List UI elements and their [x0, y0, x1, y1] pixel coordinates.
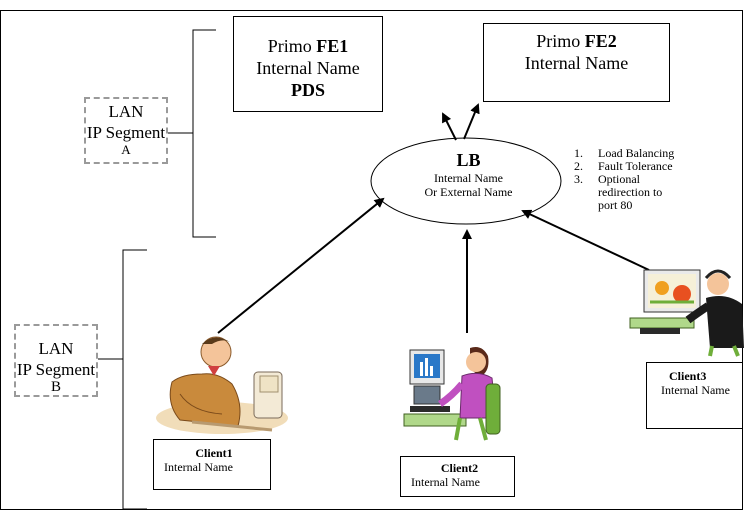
client3-internal-name: Internal Name — [661, 383, 730, 397]
woman-at-computer-icon — [403, 347, 501, 441]
feature-text: Optional redirection to port 80 — [598, 172, 663, 212]
lan-a-box: LAN IP Segment A — [84, 97, 168, 164]
feature-item: 3. Optional redirection to port 80 — [574, 173, 724, 212]
fe2-title: Primo FE2 — [484, 30, 669, 52]
arrow-lb-to-fe1 — [442, 112, 457, 141]
fe2-box: Primo FE2 Internal Name — [483, 23, 670, 102]
arrow-client1-to-lb — [217, 197, 385, 334]
lan-b-letter: B — [50, 379, 61, 395]
feature-text: Fault Tolerance — [598, 159, 673, 173]
lb-internal-name: Internal Name — [434, 171, 503, 185]
lb-features-list: 1. Load Balancing 2. Fault Tolerance 3. Opt… — [574, 147, 724, 212]
lb-node: LB Internal Name Or External Name — [371, 137, 566, 221]
arrow-lb-to-fe2 — [463, 103, 480, 140]
lan-a-bracket — [192, 29, 216, 238]
diagram-border — [0, 10, 743, 510]
arrow-client3-to-lb — [521, 209, 650, 271]
lb-ellipse — [370, 137, 562, 225]
lan-b-bracket — [122, 249, 147, 510]
lan-b-label: LAN — [38, 339, 74, 358]
fe2-internal-name: Internal Name — [524, 53, 629, 73]
lb-external-name: Or External Name — [424, 185, 513, 199]
client1-box: Client1 Internal Name — [153, 439, 271, 490]
fe2-name: FE2 — [584, 31, 617, 51]
fe1-internal-name: Internal Name — [256, 58, 360, 78]
feature-item: 2. Fault Tolerance — [574, 160, 724, 173]
lan-a-segment: IP Segment — [86, 123, 166, 142]
feature-number: 1. — [574, 146, 583, 160]
fe1-box: Primo FE1 Internal Name PDS — [233, 16, 383, 112]
fe1-title: Primo FE1 — [234, 35, 382, 57]
lb-title: LB — [456, 150, 481, 170]
fe2-prefix: Primo — [536, 31, 581, 51]
client2-internal-name: Internal Name — [411, 475, 480, 489]
businessman-at-desk-icon — [156, 336, 288, 434]
fe1-pds: PDS — [290, 80, 325, 100]
client2-box: Client2 Internal Name — [400, 456, 515, 497]
fe1-name: FE1 — [316, 36, 349, 56]
feature-number: 2. — [574, 159, 583, 173]
client3-name: Client3 — [669, 369, 707, 383]
client1-internal-name: Internal Name — [164, 460, 233, 474]
lan-b-segment: IP Segment — [16, 360, 96, 379]
feature-text: Load Balancing — [598, 146, 675, 160]
feature-item: 1. Load Balancing — [574, 147, 724, 160]
man-on-headset-icon — [629, 269, 744, 357]
client1-name: Client1 — [195, 446, 233, 460]
client3-box: Client3 Internal Name — [646, 362, 743, 429]
lan-b-box: LAN IP Segment B — [14, 324, 98, 397]
client2-name: Client2 — [440, 461, 479, 475]
lan-a-letter: A — [121, 142, 131, 157]
fe1-prefix: Primo — [267, 36, 312, 56]
lan-a-label: LAN — [108, 102, 144, 121]
feature-number: 3. — [574, 172, 583, 186]
